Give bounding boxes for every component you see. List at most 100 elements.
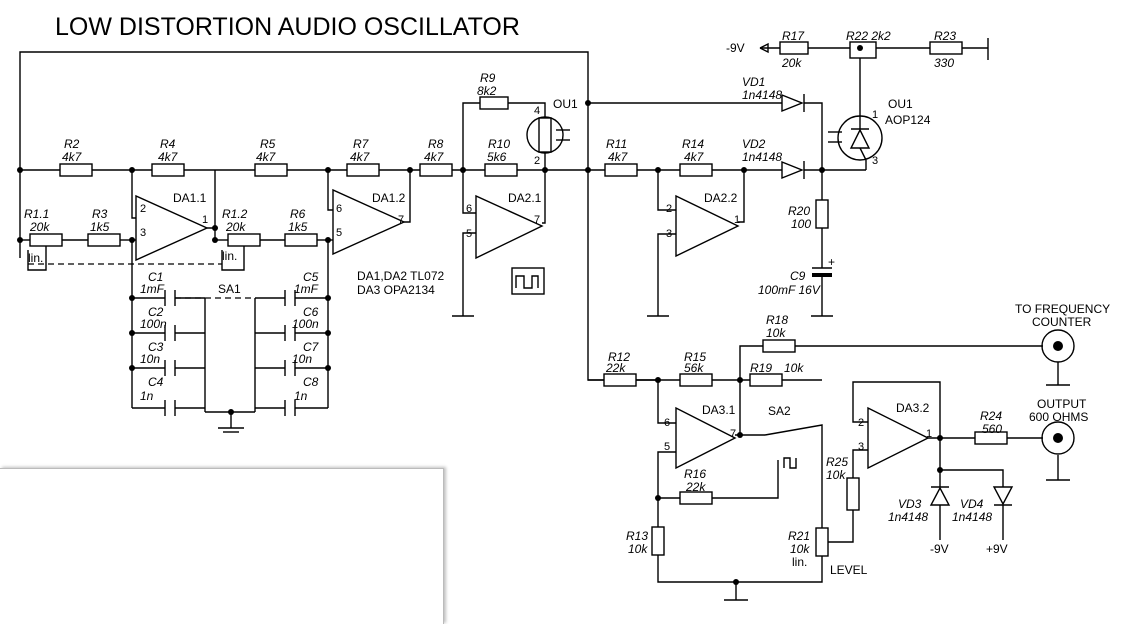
label-r4: R4 <box>160 137 176 151</box>
note-r1-1: lin. <box>28 251 43 265</box>
value-r14: 4k7 <box>684 150 705 164</box>
label-r15: R15 <box>684 350 706 364</box>
value-r1-2: 20k <box>225 220 246 234</box>
svg-text:2: 2 <box>858 417 864 429</box>
svg-text:5: 5 <box>336 227 342 239</box>
value-r9: 8k2 <box>477 84 497 98</box>
label-da2-2: DA2.2 <box>704 191 738 205</box>
svg-text:2: 2 <box>666 203 672 215</box>
label-r20: R20 <box>788 204 810 218</box>
svg-text:1: 1 <box>734 214 740 226</box>
label-sa2: SA2 <box>768 404 791 418</box>
value-r25: 10k <box>826 468 846 482</box>
waveform-icons <box>511 267 797 469</box>
label-ou1-left: OU1 <box>553 97 578 111</box>
ic-note-2: DA3 OPA2134 <box>357 283 435 297</box>
svg-text:7: 7 <box>730 428 736 440</box>
label-r25: R25 <box>826 455 848 469</box>
svg-text:5: 5 <box>664 441 670 453</box>
value-c1: 1mF <box>140 282 165 296</box>
svg-text:2: 2 <box>534 155 540 167</box>
value-r21: 10k <box>790 542 810 556</box>
label-sa1: SA1 <box>218 282 241 296</box>
label-aop124: AOP124 <box>885 113 931 127</box>
label-ou1-right: OU1 <box>888 97 913 111</box>
value-r16: 22k <box>685 480 706 494</box>
value-r23: 330 <box>934 56 954 70</box>
svg-text:3: 3 <box>140 227 146 239</box>
value-r17: 20k <box>781 56 802 70</box>
label-da1-2: DA1.2 <box>372 191 406 205</box>
value-r11: 4k7 <box>608 150 629 164</box>
value-r7: 4k7 <box>350 150 371 164</box>
note-r1-2: lin. <box>222 249 237 263</box>
label-r13: R13 <box>626 529 648 543</box>
value-vd1: 1n4148 <box>742 88 782 102</box>
label-r17: R17 <box>782 29 805 43</box>
opamp-symbols <box>135 188 930 470</box>
value-r20: 100 <box>791 217 811 231</box>
svg-text:1: 1 <box>926 428 932 440</box>
overlay-panel <box>0 468 444 624</box>
label-r8: R8 <box>428 137 444 151</box>
value-c5: 1mF <box>294 282 319 296</box>
svg-text:1: 1 <box>202 214 208 226</box>
svg-text:3: 3 <box>872 155 878 167</box>
label-vd4: VD4 <box>960 497 984 511</box>
value-c4: 1n <box>140 389 154 403</box>
value-r2: 4k7 <box>62 150 83 164</box>
label-c2: C2 <box>148 305 164 319</box>
label-r18: R18 <box>766 313 788 327</box>
label-c9: C9 <box>790 269 806 283</box>
label-r6: R6 <box>290 207 306 221</box>
ic-note-1: DA1,DA2 TL072 <box>357 269 444 283</box>
label-da2-1: DA2.1 <box>508 191 542 205</box>
supply-pos-bottom: +9V <box>986 542 1008 556</box>
label-r3: R3 <box>92 207 108 221</box>
output-line2: 600 OHMS <box>1029 410 1088 424</box>
diagram-title: LOW DISTORTION AUDIO OSCILLATOR <box>55 13 520 41</box>
svg-text:3: 3 <box>858 441 864 453</box>
label-r14: R14 <box>682 137 704 151</box>
label-c7: C7 <box>303 340 320 354</box>
svg-text:6: 6 <box>336 203 342 215</box>
label-c8: C8 <box>303 375 319 389</box>
resistor-bodies <box>29 41 1008 557</box>
label-da1-1: DA1.1 <box>173 191 207 205</box>
label-r2: R2 <box>64 137 80 151</box>
label-r9: R9 <box>480 71 496 85</box>
level-label: LEVEL <box>830 563 868 577</box>
pin-numbers: 231 657 657 42 231 657 231 13 <box>140 105 932 453</box>
label-r7: R7 <box>353 137 370 151</box>
value-r19: 10k <box>784 361 804 375</box>
label-da3-2: DA3.2 <box>896 401 930 415</box>
label-r21: R21 <box>788 529 810 543</box>
component-labels: R2 4k7 R4 4k7 R5 4k7 R7 4k7 R8 4k7 R9 8k… <box>24 29 1110 577</box>
label-c3: C3 <box>148 340 164 354</box>
label-r24: R24 <box>980 409 1002 423</box>
junction-dots <box>17 45 943 585</box>
value-vd3: 1n4148 <box>888 510 928 524</box>
label-vd3: VD3 <box>898 497 922 511</box>
supply-neg-bottom: -9V <box>930 542 949 556</box>
value-c2: 100n <box>140 317 167 331</box>
label-vd1: VD1 <box>742 75 765 89</box>
value-r18: 10k <box>766 326 786 340</box>
supply-neg-top: -9V <box>726 41 745 55</box>
svg-text:2: 2 <box>140 203 146 215</box>
label-c5: C5 <box>303 270 319 284</box>
svg-text:6: 6 <box>664 417 670 429</box>
value-r3: 1k5 <box>90 220 110 234</box>
svg-text:3: 3 <box>666 228 672 240</box>
label-r11: R11 <box>606 137 627 151</box>
output-line1: OUTPUT <box>1037 397 1087 411</box>
label-r22: R22 2k2 <box>846 29 891 43</box>
value-c8: 1n <box>294 389 308 403</box>
svg-text:4: 4 <box>534 105 540 117</box>
label-c4: C4 <box>148 375 164 389</box>
value-vd2: 1n4148 <box>742 150 782 164</box>
svg-text:1: 1 <box>872 109 878 121</box>
value-r10: 5k6 <box>487 150 507 164</box>
label-da3-1: DA3.1 <box>702 403 736 417</box>
